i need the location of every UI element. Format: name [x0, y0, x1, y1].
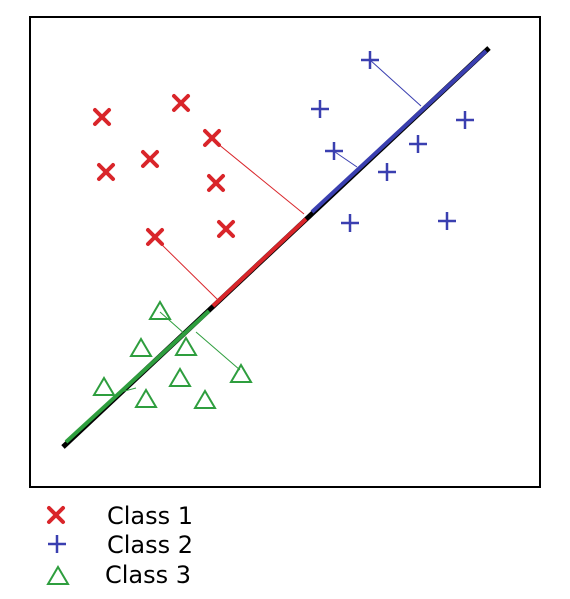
class2-projection-segment — [310, 49, 488, 214]
class1-point — [207, 174, 225, 192]
class3-point — [148, 300, 172, 320]
class2-point — [311, 100, 329, 118]
plus-mark-icon — [48, 535, 66, 553]
class2-point — [361, 51, 379, 69]
class2-point — [456, 111, 474, 129]
class1-point — [217, 220, 235, 238]
class2-point — [325, 142, 343, 160]
legend-item-class1: Class 1 — [47, 502, 193, 530]
class1-projection-link — [154, 237, 219, 301]
class1-point — [141, 150, 159, 168]
class3-points — [92, 300, 253, 409]
class3-projection-link — [195, 331, 241, 371]
class2-points — [311, 51, 474, 232]
class1-point — [93, 108, 111, 126]
class1-point — [203, 129, 221, 147]
class3-point — [193, 389, 217, 409]
class2-point — [438, 212, 456, 230]
class2-projection-link — [369, 59, 422, 107]
plot-frame — [29, 16, 541, 488]
class2-point — [341, 214, 359, 232]
class2-point — [409, 135, 427, 153]
class3-point — [129, 337, 153, 357]
class3-point — [229, 363, 253, 383]
class3-projection-link — [159, 311, 187, 336]
x-mark-icon — [47, 506, 65, 524]
class2-projection-link — [334, 151, 358, 168]
class3-point — [92, 376, 116, 396]
triangle-mark-icon — [46, 565, 70, 585]
class2-point — [378, 163, 396, 181]
class3-projection-link — [116, 387, 137, 394]
class3-point — [168, 367, 192, 387]
class1-point — [97, 163, 115, 181]
legend-label-class3: Class 3 — [105, 561, 191, 589]
class1-point — [146, 228, 164, 246]
class1-projection-segment — [211, 217, 308, 308]
class3-point — [134, 388, 158, 408]
class1-projection-link — [211, 138, 305, 215]
class1-points — [93, 94, 235, 246]
class3-projection-segment — [64, 309, 211, 444]
class3-point — [174, 336, 198, 356]
legend-label-class1: Class 1 — [107, 502, 193, 530]
legend: Class 1 Class 2 Class 3 — [46, 502, 193, 589]
legend-item-class2: Class 2 — [48, 531, 193, 559]
class1-point — [172, 94, 190, 112]
legend-label-class2: Class 2 — [107, 531, 193, 559]
legend-item-class3: Class 3 — [46, 561, 191, 589]
